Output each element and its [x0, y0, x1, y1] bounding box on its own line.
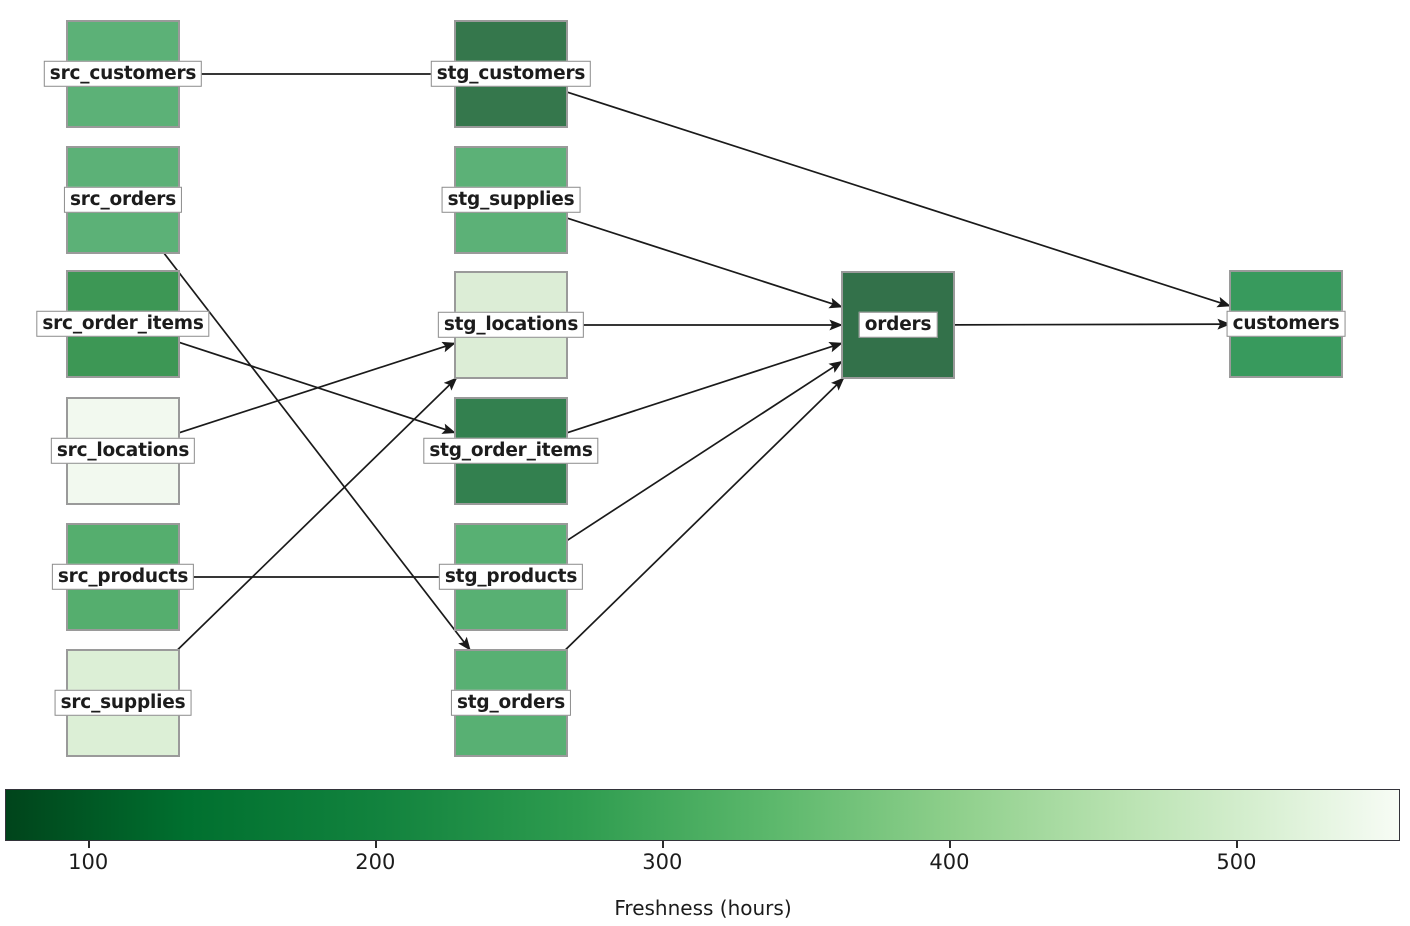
colorbar-axis-label: Freshness (hours): [614, 896, 792, 920]
colorbar-tick-label: 400: [929, 850, 970, 874]
dag-edge: [566, 360, 843, 542]
dag-node-label-stg_order_items[interactable]: stg_order_items: [423, 437, 599, 465]
colorbar-tick-label: 200: [355, 850, 396, 874]
colorbar: [5, 789, 1400, 841]
dag-edge: [566, 91, 1231, 308]
dag-edge: [178, 341, 456, 434]
colorbar-tick-label: 100: [68, 850, 109, 874]
dag-node-label-stg_customers[interactable]: stg_customers: [430, 60, 592, 88]
dag-node-label-src_orders[interactable]: src_orders: [63, 186, 183, 214]
dag-node-label-customers[interactable]: customers: [1226, 310, 1346, 338]
dag-node-label-src_products[interactable]: src_products: [51, 563, 195, 591]
colorbar-tick: [88, 841, 90, 848]
dag-node-label-src_order_items[interactable]: src_order_items: [36, 310, 210, 338]
dag-node-label-src_locations[interactable]: src_locations: [50, 437, 196, 465]
colorbar-tick-label: 500: [1216, 850, 1257, 874]
dag-edge: [953, 318, 1232, 330]
dag-node-label-src_supplies[interactable]: src_supplies: [54, 689, 192, 717]
dag-edge: [566, 341, 843, 434]
colorbar-tick-label: 300: [642, 850, 683, 874]
dag-edge: [176, 377, 458, 651]
dag-node-label-stg_locations[interactable]: stg_locations: [437, 311, 585, 339]
dag-node-label-orders[interactable]: orders: [858, 311, 938, 339]
dag-edge: [564, 377, 845, 651]
edge-layer: [163, 68, 1232, 651]
colorbar-tick: [662, 841, 664, 848]
dag-node-label-stg_products[interactable]: stg_products: [438, 563, 584, 591]
colorbar-tick: [375, 841, 377, 848]
colorbar-tick: [949, 841, 951, 848]
dag-edge: [163, 252, 471, 651]
dag-edge: [566, 217, 843, 309]
dag-node-label-src_customers[interactable]: src_customers: [43, 60, 203, 88]
colorbar-tick: [1236, 841, 1238, 848]
dag-node-label-stg_orders[interactable]: stg_orders: [450, 689, 572, 717]
dag-node-label-stg_supplies[interactable]: stg_supplies: [441, 186, 581, 214]
colorbar-gradient: [5, 789, 1400, 841]
